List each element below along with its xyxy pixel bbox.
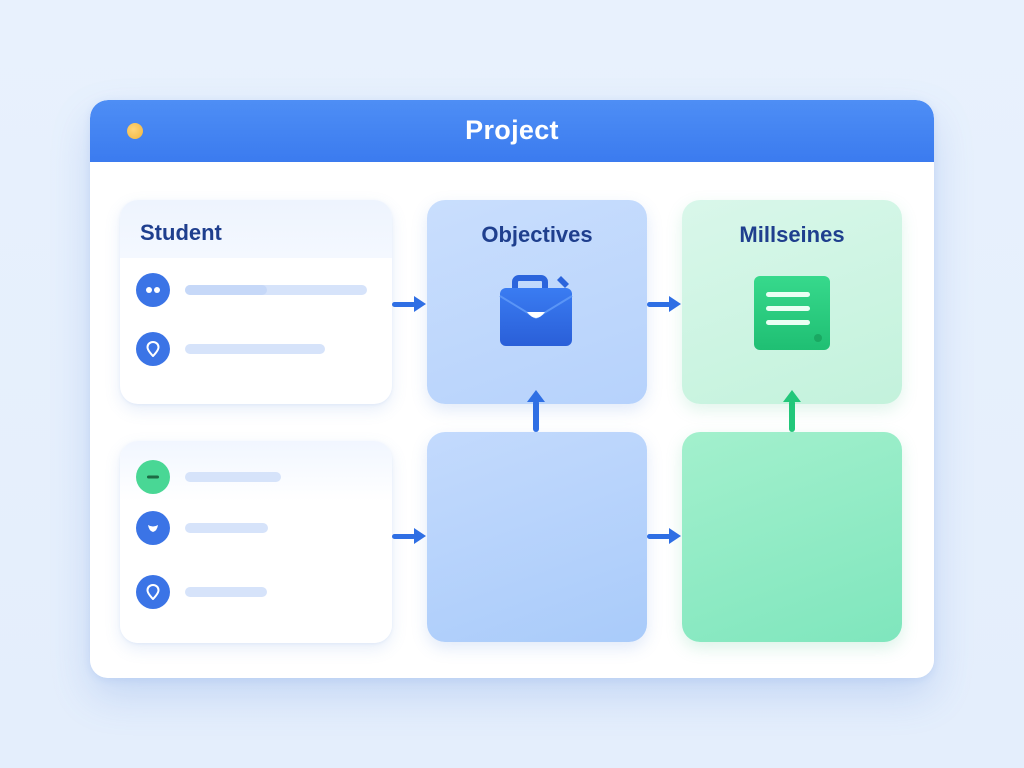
- student-row-bar: [185, 344, 325, 354]
- list-row-bar: [185, 523, 268, 533]
- title-bar: Project: [90, 100, 934, 162]
- arrow-right-icon: [647, 528, 681, 544]
- milestones-tile[interactable]: Millseines: [682, 200, 902, 404]
- objectives-detail-tile[interactable]: [427, 432, 647, 642]
- heart-icon[interactable]: [136, 511, 170, 545]
- arrow-right-icon: [392, 528, 426, 544]
- objectives-tile[interactable]: Objectives: [427, 200, 647, 404]
- list-row-bar: [185, 587, 267, 597]
- student-card-header: Student: [120, 200, 392, 258]
- objectives-title: Objectives: [481, 222, 593, 247]
- location-pin-icon[interactable]: [136, 332, 170, 366]
- student-card-title: Student: [140, 220, 222, 245]
- student-card[interactable]: Student: [120, 200, 392, 404]
- list-row-bar: [185, 472, 281, 482]
- window-title: Project: [465, 115, 559, 145]
- arrow-right-icon: [647, 296, 681, 312]
- arrow-up-icon: [527, 390, 545, 432]
- document-icon: [754, 276, 830, 350]
- arrow-up-icon: [783, 390, 801, 432]
- window-status-dot[interactable]: [127, 123, 143, 139]
- arrow-right-icon: [392, 296, 426, 312]
- briefcase-icon: [499, 275, 573, 346]
- milestones-title: Millseines: [739, 222, 845, 247]
- milestones-detail-tile[interactable]: [682, 432, 902, 642]
- minus-icon[interactable]: [136, 460, 170, 494]
- dots-icon[interactable]: [136, 273, 170, 307]
- location-pin-icon[interactable]: [136, 575, 170, 609]
- student-row-bar: [185, 285, 367, 295]
